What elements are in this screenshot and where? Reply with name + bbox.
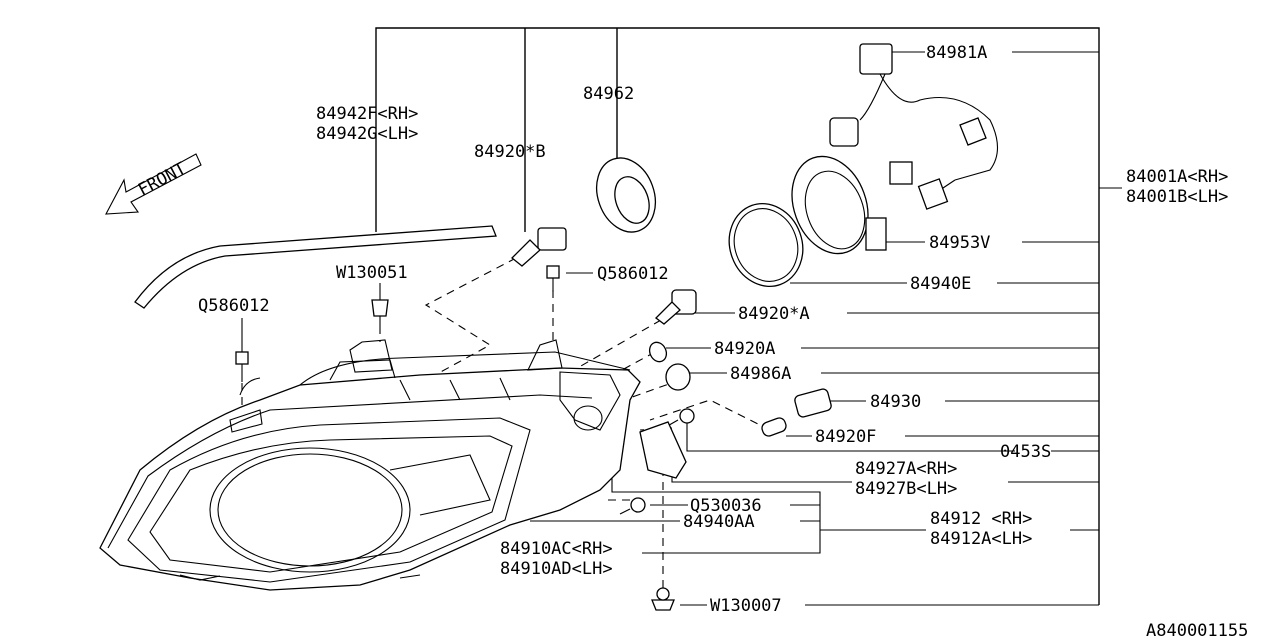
label-W130051: W130051 [336, 263, 408, 283]
socket-84930 [794, 388, 832, 418]
label-84981A: 84981A [926, 43, 987, 63]
callout-labels: 84981A 84962 84942F<RH> 84942G<LH> 84920… [198, 43, 1248, 640]
bolt-Q586012-center [546, 265, 560, 292]
bulb-84920A-star [655, 289, 697, 325]
label-84930: 84930 [870, 392, 921, 412]
bulb-84920B [511, 227, 567, 267]
label-84927B: 84927B<LH> [855, 479, 957, 499]
label-84942G: 84942G<LH> [316, 124, 418, 144]
bracket-lines [375, 27, 1100, 605]
label-84912A: 84912A<LH> [930, 529, 1032, 549]
label-Q586012-left: Q586012 [198, 296, 270, 316]
bulb-84920F [761, 417, 787, 437]
bulb-84920A [648, 341, 668, 363]
trim-strip-part [134, 225, 497, 309]
bolt-Q586012-left [235, 351, 249, 382]
label-84940AA: 84940AA [683, 512, 755, 532]
label-84920B: 84920*B [474, 142, 546, 162]
label-84001A: 84001A<RH> [1126, 167, 1228, 187]
label-84920F: 84920F [815, 427, 876, 447]
label-0453S: 0453S [1000, 442, 1051, 462]
label-Q530036: Q530036 [690, 496, 762, 516]
label-84910AD: 84910AD<LH> [500, 559, 613, 579]
harness-84981A [829, 43, 999, 210]
screw-Q530036 [619, 497, 646, 515]
seal-84962 [596, 157, 656, 233]
label-84920A-star: 84920*A [738, 304, 810, 324]
label-84986A: 84986A [730, 364, 791, 384]
label-84001B: 84001B<LH> [1126, 187, 1228, 207]
front-label: FRONT [135, 159, 190, 201]
label-84962: 84962 [583, 84, 634, 104]
front-direction-arrow: FRONT [105, 153, 202, 215]
leader-lines [241, 51, 1122, 606]
reference-code: A840001155 [1146, 621, 1248, 640]
bracket-84927 [639, 421, 687, 479]
label-84953V: 84953V [929, 233, 990, 253]
label-84910AC: 84910AC<RH> [500, 539, 613, 559]
label-84927A: 84927A<RH> [855, 459, 957, 479]
reflector-84953V [791, 155, 887, 255]
label-W130007: W130007 [710, 596, 782, 616]
clip-W130051 [371, 299, 389, 326]
clip-W130007 [651, 587, 675, 611]
label-84942F: 84942F<RH> [316, 104, 418, 124]
gasket-84940E [728, 203, 804, 287]
socket-84986A [665, 363, 691, 391]
label-84920A: 84920A [714, 339, 775, 359]
label-84912: 84912 <RH> [930, 509, 1032, 529]
label-84940E: 84940E [910, 274, 971, 294]
label-Q586012-center: Q586012 [597, 264, 669, 284]
headlamp-housing [99, 339, 641, 591]
